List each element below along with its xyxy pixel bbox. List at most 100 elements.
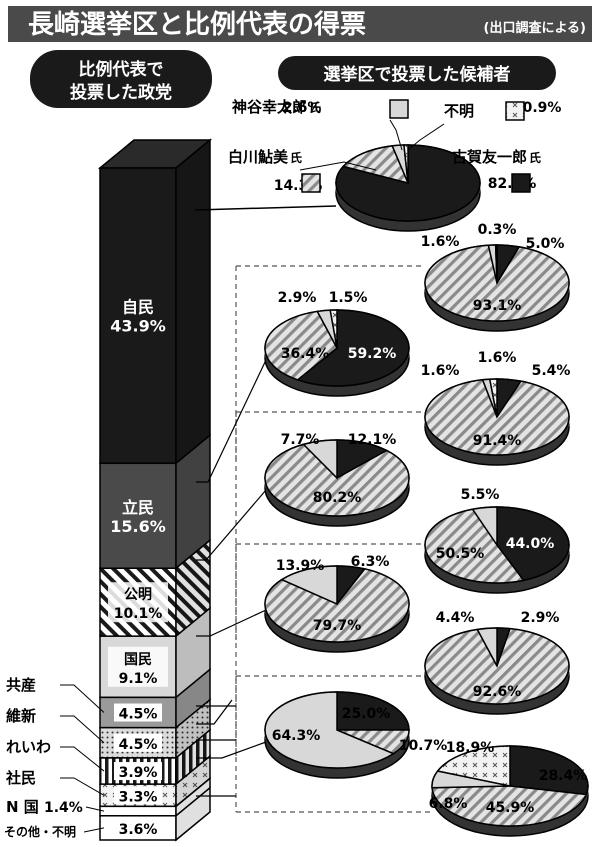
- bar-label-bg: [114, 703, 162, 722]
- pie-value-label: 44.0%: [506, 536, 555, 552]
- pie-その他・不明: [431, 745, 589, 837]
- pie-value-label: 1.6%: [421, 363, 460, 379]
- pie-value-label: 13.9%: [276, 558, 325, 574]
- pie-value-label: 2.9%: [521, 610, 560, 626]
- bar-label-leader: [83, 827, 105, 833]
- pie-section-label: 選挙区で投票した候補者: [324, 64, 511, 85]
- pie-slice: [436, 745, 511, 787]
- pie-value-label: 1.6%: [421, 234, 460, 250]
- bar-party-outside-label: その他・不明: [4, 824, 76, 839]
- leader-line: [194, 205, 337, 211]
- pie-slice: [496, 506, 570, 582]
- pie-value-label: 4.4%: [436, 610, 475, 626]
- pie-slice: [302, 439, 338, 480]
- pie-value-label: 80.2%: [313, 490, 362, 506]
- bar-label-bg: [114, 762, 162, 781]
- bar-value-label: 43.9%: [110, 317, 166, 336]
- bar-party-label: 国民: [124, 652, 152, 668]
- pie-slice: [264, 310, 338, 381]
- bar-party-label: 立民: [122, 498, 154, 517]
- bar-value-label: 10.1%: [114, 606, 163, 622]
- title-banner: [8, 6, 592, 42]
- pie-slice: [471, 506, 498, 548]
- leader-line: [196, 699, 233, 725]
- pie-value-label: 92.6%: [473, 684, 522, 700]
- bar-party-label: 自民: [122, 298, 154, 317]
- bar-value-outside-label: 1.4%: [44, 800, 83, 816]
- bar-segment-shade: [176, 729, 210, 785]
- candidate-legend: 古賀友一郎氏白川鮎美氏神谷幸太郎氏不明: [228, 98, 541, 193]
- pie-slice: [424, 244, 570, 322]
- page-title: 長崎選挙区と比例代表の得票: [28, 10, 366, 40]
- pie-維新: [264, 565, 410, 653]
- pie-立民: [264, 309, 410, 397]
- pie-value-label: 6.8%: [429, 796, 468, 812]
- pie-value-label: 0.3%: [478, 222, 517, 238]
- bar-party-outside-label: 共産: [6, 676, 36, 694]
- bar-segment-shade: [176, 699, 210, 758]
- bar-value-label: 3.6%: [119, 822, 158, 838]
- pie-value-label: 5.4%: [532, 363, 571, 379]
- pie-slice: [264, 568, 410, 643]
- pie-value-label: 50.5%: [436, 546, 485, 562]
- candidate-swatch: [505, 101, 525, 121]
- pie-slice: [264, 691, 395, 769]
- candidate-name: 白川鮎美: [228, 148, 289, 166]
- candidate-suffix: 氏: [309, 100, 321, 115]
- candidate-swatch: [301, 173, 321, 193]
- legend-leader: [389, 119, 403, 151]
- bar-label-bg: [108, 582, 168, 623]
- bar-label-leader: [60, 715, 105, 744]
- pie-value-label: 18.9%: [446, 740, 495, 756]
- bar-value-label: 15.6%: [110, 517, 166, 536]
- pie-value-label: 93.1%: [473, 298, 522, 314]
- party-bar: 自民43.9%立民15.6%公明10.1%国民9.1%4.5%4.5%3.9%3…: [4, 138, 213, 842]
- bar-segment: [99, 805, 177, 817]
- pie-value-label: 0.9%: [523, 100, 562, 116]
- bar-label-leader: [85, 806, 105, 812]
- bar-party-label: 公明: [124, 587, 152, 603]
- bar-label-line2: 投票した政党: [70, 82, 172, 103]
- leader-line: [196, 609, 267, 637]
- pie-slice: [329, 309, 338, 349]
- pie-slice: [509, 745, 589, 796]
- pie-value-label: 91.4%: [473, 433, 522, 449]
- bar-value-label: 4.5%: [119, 737, 158, 753]
- candidate-suffix: 氏: [529, 150, 541, 165]
- leader-line: [196, 489, 267, 561]
- pie-value-label: 2.9%: [278, 290, 317, 306]
- leader-line: [196, 359, 267, 483]
- candidate-name: 不明: [444, 102, 474, 120]
- bar-label-bg: [114, 818, 162, 837]
- pie-value-label: 10.7%: [399, 738, 448, 754]
- pie-value-label: 1.6%: [478, 350, 517, 366]
- bar-segment-shade: [176, 756, 210, 807]
- pie-value-label: 36.4%: [281, 346, 330, 362]
- pie-value-label: 25.0%: [342, 706, 391, 722]
- pie-slice: [431, 785, 588, 827]
- pie-value-label: 5.0%: [526, 236, 565, 252]
- bar-label-leader: [60, 777, 105, 796]
- bar-label-line1: 比例代表で: [79, 59, 164, 80]
- legend-leader: [299, 161, 377, 171]
- pie-slice: [264, 443, 410, 517]
- pie-slice: [341, 145, 410, 185]
- bar-label-bg: [114, 733, 162, 752]
- bar-value-label: 4.5%: [119, 707, 158, 723]
- pie-slice: [296, 309, 410, 387]
- pie-自民: [424, 244, 570, 332]
- pie-全体: [335, 144, 481, 232]
- pie-value-label: 12.1%: [348, 432, 397, 448]
- pie-slice: [424, 378, 570, 456]
- leader-lines: [194, 205, 432, 813]
- pie-slice: [476, 627, 498, 667]
- pie-value-label: 6.3%: [351, 554, 390, 570]
- page-subtitle: (出口調査による): [484, 20, 587, 36]
- bar-label-leader: [60, 746, 105, 772]
- pie-れいわ: [424, 627, 570, 715]
- candidate-name: 古賀友一郎: [452, 148, 527, 166]
- pie-value-label: 2.6%: [283, 100, 322, 116]
- bar-party-outside-label: N 国: [6, 798, 39, 816]
- bar-segment-shade: [176, 435, 210, 569]
- pie-slice: [280, 565, 338, 606]
